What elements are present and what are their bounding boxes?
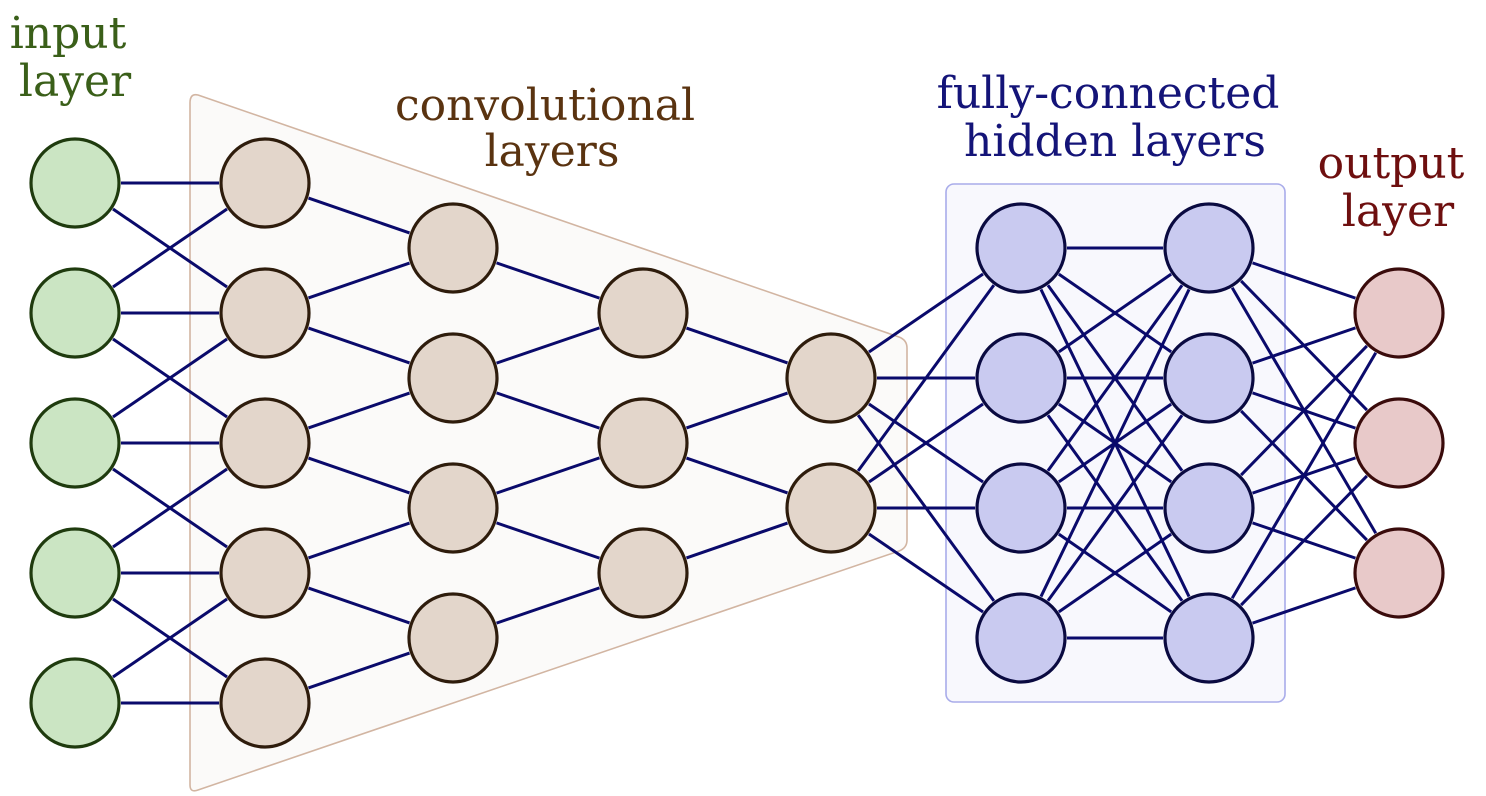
node-input-4: [29, 527, 121, 619]
node-conv1-3: [219, 397, 311, 489]
conv-label-line1: convolutional: [395, 80, 695, 131]
edge-conv3-0-conv4-0: [685, 326, 789, 365]
edge-conv1-0-conv2-0: [307, 196, 411, 235]
node-fc2-4: [1163, 592, 1255, 684]
edge-fc1-3-fc2-0: [1039, 288, 1191, 598]
output-layer-label: output layer: [1318, 138, 1479, 237]
regions: [189, 93, 1286, 792]
nodes: [29, 137, 1445, 749]
input-layer-label: input layer: [10, 8, 141, 107]
edge-fc2-3-output-1: [1240, 474, 1368, 607]
edge-fc2-2-output-0: [1240, 344, 1368, 477]
edge-fc2-0-output-0: [1252, 261, 1356, 300]
edge-conv2-0-conv3-0: [496, 261, 600, 300]
edge-conv2-2-conv3-1: [496, 456, 600, 495]
node-fc1-4: [975, 592, 1067, 684]
edge-input-4-conv1-3: [112, 597, 228, 679]
node-conv1-2: [219, 267, 311, 359]
edge-conv1-2-conv2-2: [307, 456, 411, 495]
edge-conv1-3-conv2-2: [307, 521, 411, 560]
node-conv2-1: [407, 202, 499, 294]
edge-conv1-1-conv2-0: [307, 261, 411, 300]
input-label-line1: input: [10, 8, 127, 59]
edge-fc1-1-fc2-0: [1057, 272, 1173, 354]
edges: [112, 181, 1378, 705]
node-fc2-1: [1163, 202, 1255, 294]
node-conv1-1: [219, 137, 311, 229]
node-conv4-2: [785, 462, 877, 554]
edge-conv2-3-conv3-2: [496, 586, 600, 625]
conv-layers-label: convolutional layers: [395, 80, 709, 177]
node-fc2-3: [1163, 462, 1255, 554]
conv-label-line2: layers: [485, 126, 620, 177]
edge-conv3-1-conv4-1: [685, 456, 789, 495]
node-conv2-2: [407, 332, 499, 424]
edge-conv2-2-conv3-2: [496, 521, 600, 560]
edge-conv4-1-fc1-1: [868, 402, 984, 484]
node-input-2: [29, 267, 121, 359]
node-conv3-1: [597, 267, 689, 359]
edge-fc2-3-output-0: [1230, 351, 1378, 600]
edge-conv2-1-conv3-0: [496, 326, 600, 365]
edge-fc1-2-fc2-0: [1046, 284, 1184, 472]
node-fc1-3: [975, 462, 1067, 554]
node-output-2: [1353, 397, 1445, 489]
edge-conv1-1-conv2-1: [307, 326, 411, 365]
node-conv1-4: [219, 527, 311, 619]
output-label-line2: layer: [1342, 186, 1455, 237]
node-fc1-2: [975, 332, 1067, 424]
node-input-5: [29, 657, 121, 749]
edge-fc1-3-fc2-2: [1057, 532, 1173, 614]
node-input-3: [29, 397, 121, 489]
node-input-1: [29, 137, 121, 229]
output-label-line1: output: [1318, 138, 1465, 189]
edge-conv3-1-conv4-0: [685, 391, 789, 430]
labels: input layer convolutional layers fully-c…: [10, 8, 1479, 237]
node-output-1: [1353, 267, 1445, 359]
node-conv1-5: [219, 657, 311, 749]
fc-label-line2: hidden layers: [964, 116, 1266, 167]
node-conv2-4: [407, 592, 499, 684]
edge-input-2-conv1-1: [112, 337, 228, 419]
edge-conv4-1-fc1-3: [868, 532, 984, 614]
convolutional-region: [189, 93, 908, 792]
node-fc1-1: [975, 202, 1067, 294]
edge-conv1-4-conv2-3: [307, 651, 411, 690]
fc-layers-label: fully-connected hidden layers: [937, 68, 1294, 167]
edge-conv4-1-fc1-0: [856, 284, 996, 472]
node-conv2-3: [407, 462, 499, 554]
edge-conv1-3-conv2-3: [307, 586, 411, 625]
node-output-3: [1353, 527, 1445, 619]
fc-label-line1: fully-connected: [937, 68, 1280, 119]
edge-fc2-3-output-2: [1252, 586, 1356, 625]
node-conv4-1: [785, 332, 877, 424]
node-conv3-3: [597, 527, 689, 619]
edge-fc1-3-fc2-1: [1046, 414, 1184, 602]
edge-input-1-conv1-0: [112, 207, 228, 289]
edge-conv2-1-conv3-1: [496, 391, 600, 430]
edge-conv1-2-conv2-1: [307, 391, 411, 430]
node-fc2-2: [1163, 332, 1255, 424]
edge-conv4-0-fc1-0: [868, 272, 984, 354]
edge-input-3-conv1-2: [112, 467, 228, 549]
edge-fc2-1-output-0: [1252, 326, 1356, 365]
node-conv3-2: [597, 397, 689, 489]
edge-conv3-2-conv4-1: [685, 521, 789, 560]
input-label-line2: layer: [19, 56, 132, 107]
